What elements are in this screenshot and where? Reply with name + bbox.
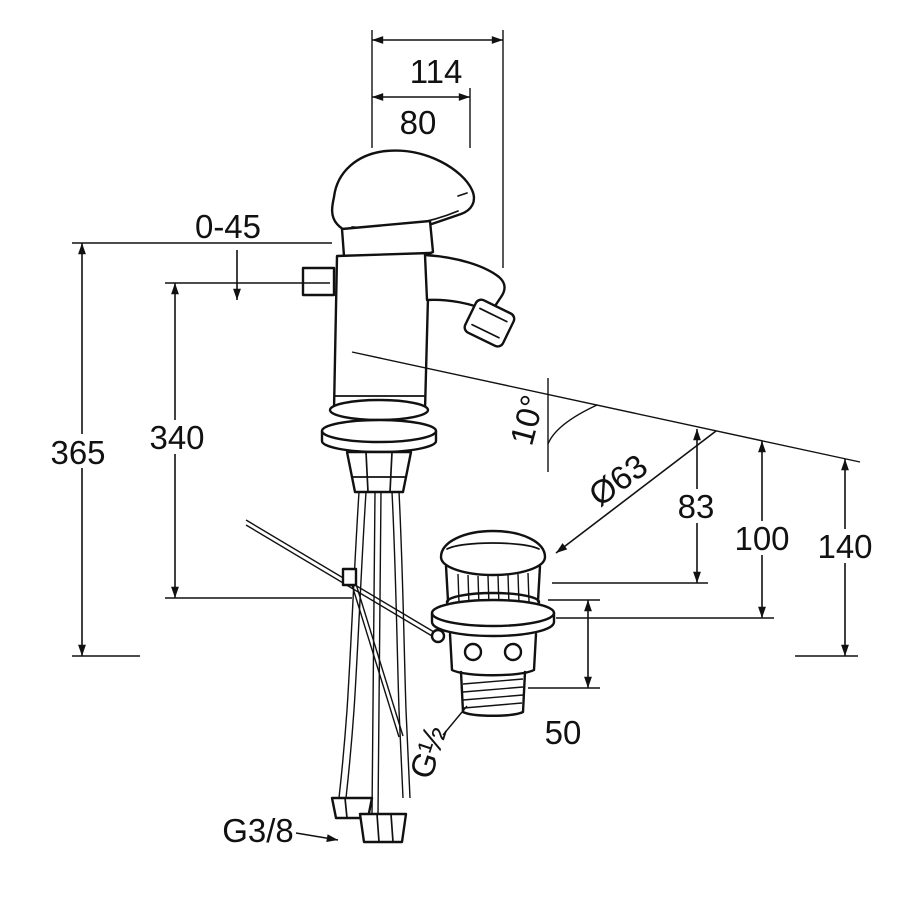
supply-connector-nuts	[330, 796, 408, 844]
dim-label-340: 340	[149, 419, 204, 456]
extension-lines	[72, 30, 861, 736]
aerator	[463, 298, 516, 348]
dim-label-50: 50	[545, 714, 582, 751]
dim-label-0-45: 0-45	[195, 208, 261, 245]
dim-label-100: 100	[734, 520, 789, 557]
mounting-shank-nut	[345, 450, 413, 494]
faucet-spout	[423, 253, 516, 348]
dim-label-140: 140	[817, 528, 872, 565]
supply-hoses	[338, 491, 411, 815]
pop-up-rod-linkage	[245, 519, 446, 738]
leader-diameter-63	[555, 430, 717, 554]
dim-label-g12: G½	[402, 721, 454, 783]
pop-up-waste	[430, 529, 556, 717]
label-masks	[50, 420, 878, 563]
dimension-labels: 114 80 0-45 365 340 10° Ø63 83 100 140 5…	[50, 53, 872, 849]
dim-label-114: 114	[410, 53, 463, 90]
dim-label-g38: G3/8	[222, 812, 294, 849]
faucet-body	[301, 251, 432, 412]
dim-label-83: 83	[678, 488, 715, 525]
dim-label-80: 80	[400, 104, 437, 141]
dim-label-10deg: 10°	[503, 391, 552, 449]
dimension-lines	[78, 36, 849, 843]
dim-label-diameter-63: Ø63	[582, 447, 654, 514]
dim-label-365: 365	[50, 434, 105, 471]
leader-g38	[295, 832, 339, 843]
faucet-base-flange	[320, 398, 438, 454]
